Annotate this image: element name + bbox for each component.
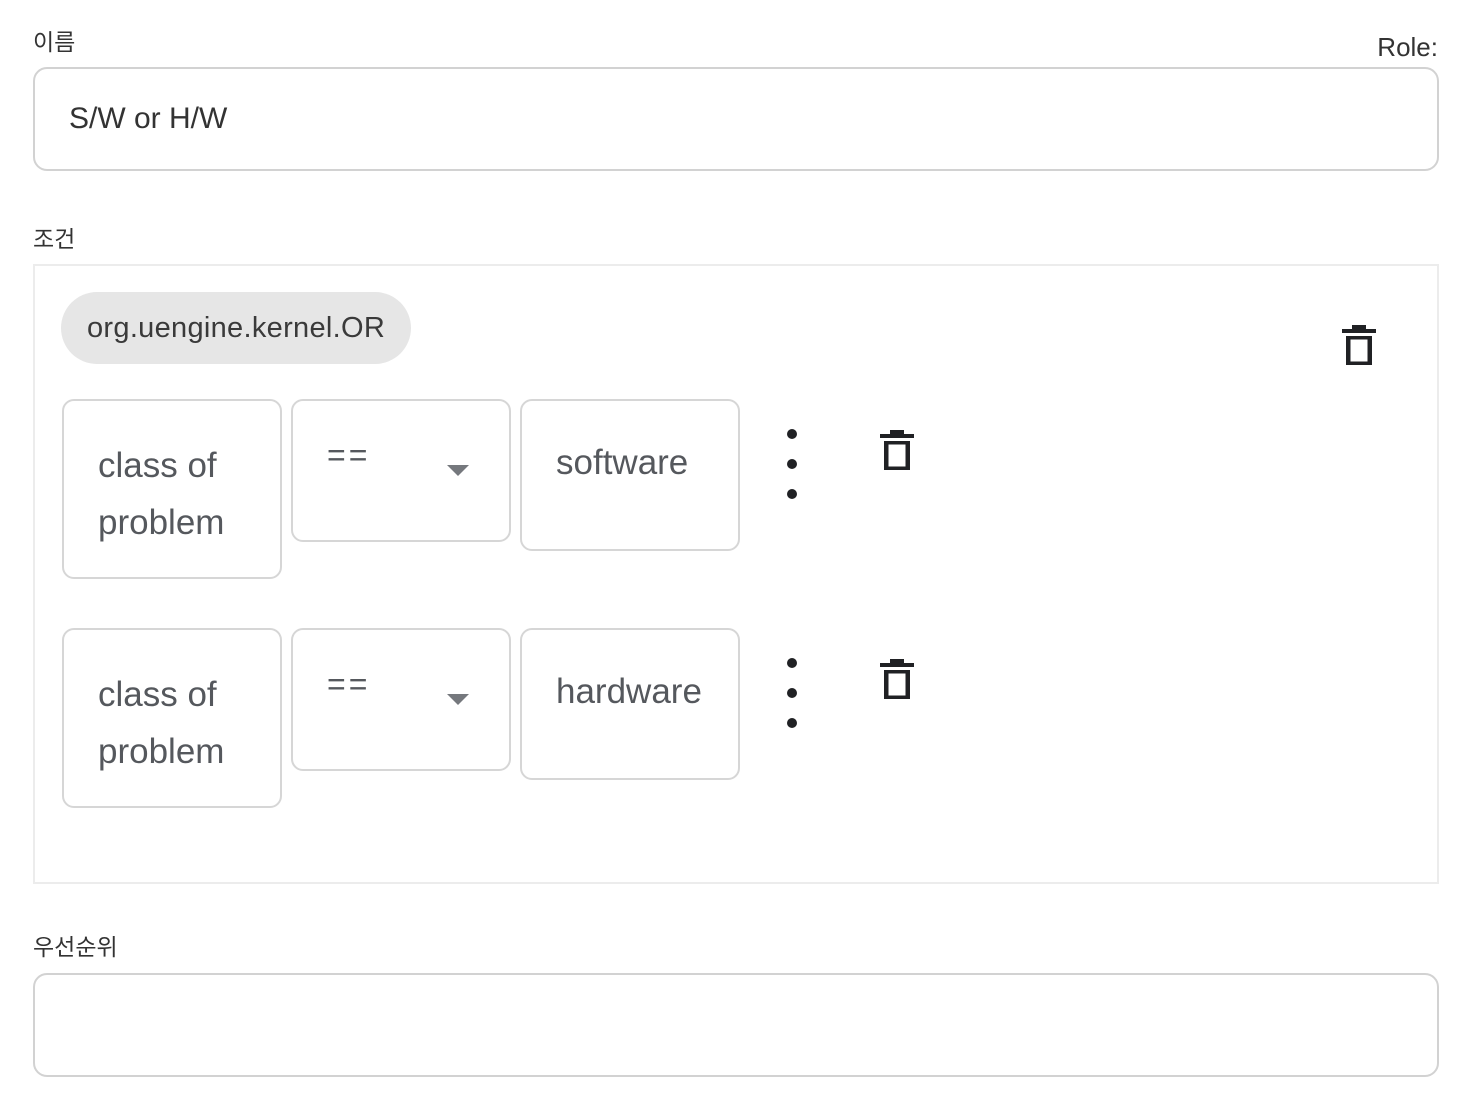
trash-icon[interactable] xyxy=(880,658,914,700)
chevron-down-icon xyxy=(447,694,469,705)
role-label: Role: xyxy=(1377,32,1438,62)
condition-value-input[interactable]: hardware xyxy=(520,628,740,780)
condition-label: 조건 xyxy=(33,227,76,253)
operator-value: == xyxy=(327,666,371,702)
name-label: 이름 xyxy=(33,30,76,56)
condition-field-input[interactable]: class of problem xyxy=(62,628,282,808)
chevron-down-icon xyxy=(447,465,469,476)
priority-label: 우선순위 xyxy=(33,935,118,961)
condition-value-input[interactable]: software xyxy=(520,399,740,551)
trash-icon[interactable] xyxy=(880,429,914,471)
condition-field-input[interactable]: class of problem xyxy=(62,399,282,579)
operator-select[interactable]: == xyxy=(291,399,511,542)
priority-input[interactable] xyxy=(33,973,1439,1077)
condition-row: class of problem == hardware xyxy=(62,628,962,808)
operator-value: == xyxy=(327,437,371,473)
operator-chip[interactable]: org.uengine.kernel.OR xyxy=(61,292,412,364)
more-vert-icon[interactable] xyxy=(780,658,804,728)
operator-select[interactable]: == xyxy=(291,628,511,771)
condition-row: class of problem == software xyxy=(62,399,962,579)
trash-icon[interactable] xyxy=(1342,324,1376,366)
condition-group: org.uengine.kernel.OR class of problem =… xyxy=(33,264,1439,884)
name-input[interactable] xyxy=(33,67,1439,171)
more-vert-icon[interactable] xyxy=(780,429,804,499)
